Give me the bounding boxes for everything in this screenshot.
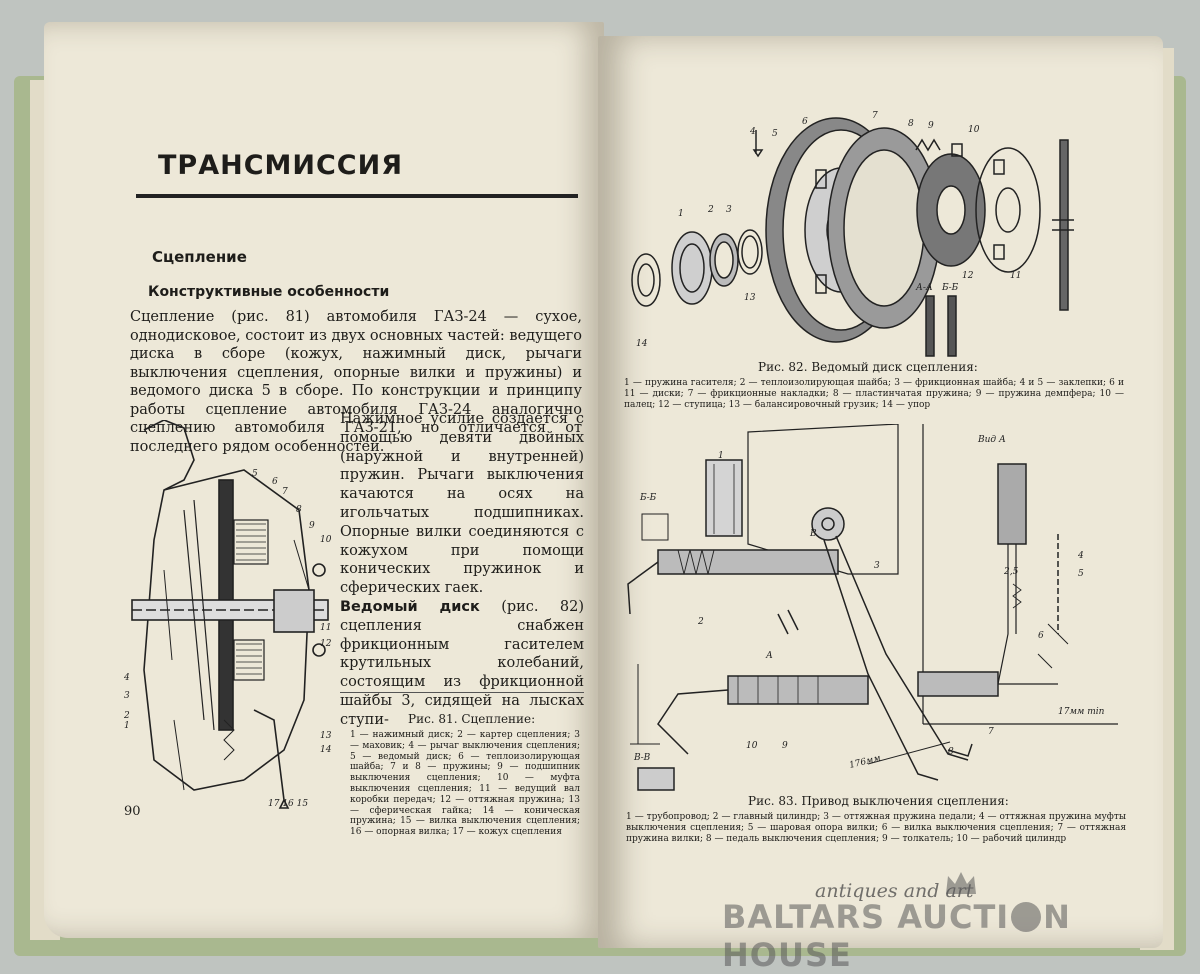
fig83-label-3: 3 — [874, 561, 880, 571]
fig83-label-10: 10 — [746, 741, 758, 751]
figure-divider — [340, 692, 584, 693]
fig81-label-1: 1 — [124, 721, 130, 731]
fig82-label-5: 5 — [772, 129, 778, 139]
fig81-label-10: 10 — [320, 535, 332, 545]
fig83-label-bb: Б-Б — [639, 493, 657, 503]
fig81-clutch-drawing: 5 6 7 8 9 10 11 12 4 3 2 1 13 14 17 16 1… — [124, 420, 332, 809]
fig83-release-drive-drawing: Б-Б В-В Вид А А В 1 2 3 4 5 6 7 8 9 10 2… — [627, 424, 1118, 791]
fig82-label-7: 7 — [872, 111, 878, 121]
fig83-label-9: 9 — [782, 741, 788, 751]
fig81-legend: 1 — нажимный диск; 2 — картер сцепления;… — [350, 730, 580, 838]
fig82-label-14: 14 — [636, 339, 648, 349]
text-column: Нажимное усилие создается с помощью девя… — [340, 410, 584, 730]
fig83-label-4: 4 — [1077, 551, 1084, 561]
watermark-name-part1: BALTARS AUCTI — [722, 898, 1010, 936]
right-page: 1 2 3 4 5 6 7 8 9 10 11 12 13 14 А-А Б-Б… — [598, 36, 1163, 948]
fig81-label-6: 6 — [272, 477, 278, 487]
fig82-label-9: 9 — [928, 121, 934, 131]
watermark-name-part2: N HOUSE — [722, 898, 1071, 974]
fig81-label-17-16-15: 17 16 15 — [268, 799, 308, 809]
fig83-dim-17: 17мм min — [1058, 707, 1105, 717]
fig81-label-9: 9 — [309, 521, 315, 531]
fig81-label-5: 5 — [252, 469, 258, 479]
section-heading: Сцепление — [152, 248, 247, 266]
fig81-caption: Рис. 81. Сцепление: — [408, 712, 536, 726]
fig83-caption: Рис. 83. Привод выключения сцепления: — [748, 794, 1009, 808]
fig81-label-14: 14 — [320, 745, 332, 755]
fig82-label-8: 8 — [908, 119, 914, 129]
fig82-label-6: 6 — [802, 117, 808, 127]
fig82-label-bb: Б-Б — [941, 283, 959, 293]
fig82-label-1: 1 — [678, 209, 684, 219]
fig81-label-4: 4 — [124, 673, 130, 683]
watermark-tagline: antiques and art — [815, 880, 974, 902]
fig82-label-10: 10 — [968, 125, 980, 135]
paragraph-1: Сцепление (рис. 81) автомобиля ГАЗ-24 — … — [130, 309, 582, 455]
fig81-label-13: 13 — [320, 731, 332, 741]
paragraph-3-bold: Ведомый диск — [340, 598, 480, 615]
fig82-driven-disc-drawing: 1 2 3 4 5 6 7 8 9 10 11 12 13 14 А-А Б-Б — [631, 111, 1074, 357]
crown-icon — [946, 872, 976, 894]
watermark-o-circle — [1011, 902, 1042, 932]
fig81-label-12: 12 — [320, 639, 332, 649]
left-page: ТРАНСМИССИЯ Сцепление Конструктивные осо… — [44, 22, 604, 938]
paragraph-2: Нажимное усилие создается с помощью девя… — [340, 411, 584, 597]
fig83-label-vv: В-В — [633, 753, 651, 763]
fig82-legend: 1 — пружина гасителя; 2 — теплоизолирующ… — [624, 378, 1124, 410]
page-number: 90 — [124, 804, 141, 819]
fig82-label-12: 12 — [962, 271, 974, 281]
fig83-label-1: 1 — [718, 451, 724, 461]
fig83-label-6: 6 — [1038, 631, 1044, 641]
fig83-label-8: 8 — [948, 747, 954, 757]
fig82-caption: Рис. 82. Ведомый диск сцепления: — [758, 360, 978, 374]
fig83-label-v: В — [809, 529, 817, 539]
fig83-label-vid-a: Вид А — [977, 435, 1006, 445]
fig82-label-3: 3 — [726, 205, 732, 215]
fig82-label-aa: А-А — [915, 283, 933, 293]
chapter-title: ТРАНСМИССИЯ — [158, 150, 403, 181]
fig82-label-4: 4 — [749, 127, 756, 137]
subsection-heading: Конструктивные особенности — [148, 284, 390, 300]
fig82-label-13: 13 — [744, 293, 756, 303]
fig81-label-3: 3 — [124, 691, 130, 701]
fig83-label-2: 2 — [697, 617, 704, 627]
title-rule — [136, 194, 578, 198]
fig81-label-2: 2 — [124, 711, 130, 721]
fig81-label-11: 11 — [320, 623, 331, 633]
paragraph-3-rest: (рис. 82) сцепления снабжен фрикционным … — [340, 598, 584, 728]
fig82-label-11: 11 — [1010, 271, 1021, 281]
fig83-label-5: 5 — [1078, 569, 1084, 579]
fig83-label-7: 7 — [988, 727, 994, 737]
fig81-label-7: 7 — [282, 487, 288, 497]
fig82-label-2: 2 — [707, 205, 714, 215]
fig81-label-8: 8 — [296, 505, 302, 515]
fig83-label-2-5: 2,5 — [1003, 567, 1019, 577]
fig83-legend: 1 — трубопровод; 2 — главный цилиндр; 3 … — [626, 812, 1126, 844]
fig83-label-a: А — [765, 651, 773, 661]
fig83-dim-176: 176мм — [848, 753, 882, 770]
